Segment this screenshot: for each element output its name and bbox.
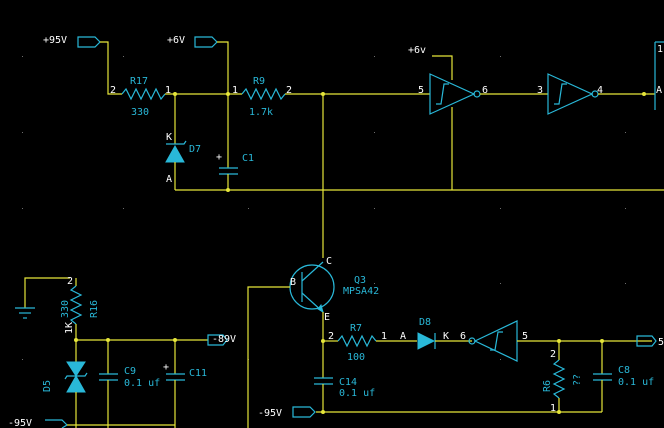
- resistor-r9[interactable]: R9 1 2 1.7k: [232, 76, 292, 118]
- right-edge-part[interactable]: 1 A: [654, 41, 664, 110]
- net-flag-plus95v[interactable]: +95V: [43, 35, 101, 48]
- r7-ref: R7: [350, 323, 362, 334]
- uc-pin-out: 5: [522, 331, 528, 342]
- c9-ref: C9: [124, 366, 136, 377]
- q3-ref: Q3: [354, 275, 366, 286]
- junction-m95-r6: [557, 410, 561, 414]
- capacitor-c11[interactable]: + C11: [163, 340, 207, 428]
- ub-pin-out: 4: [597, 85, 603, 96]
- net-label-minus95v-a: -95V: [258, 408, 282, 419]
- r17-value: 330: [131, 107, 149, 118]
- wire-6v-c1: [217, 41, 229, 94]
- r9-pin-a: 1: [232, 85, 238, 96]
- grid-dots: [22, 56, 626, 360]
- r16-pin-k: 1K: [64, 322, 75, 334]
- resistor-r6[interactable]: 2 R6 ?? 1: [542, 341, 583, 414]
- d7-ref: D7: [189, 144, 201, 155]
- r6-pin-bot: 1: [550, 403, 556, 414]
- r17-pin-b: 1: [165, 85, 171, 96]
- ground-symbol: [15, 277, 70, 319]
- d5-ref: D5: [42, 380, 53, 392]
- r16-pin: 2: [67, 276, 73, 287]
- r6-value: ??: [572, 374, 583, 386]
- edge-label: A: [656, 85, 662, 96]
- wire-q3-base: [247, 286, 290, 428]
- r7-pin-a: 2: [328, 331, 334, 342]
- d8-a: A: [400, 331, 406, 342]
- r17-ref: R17: [130, 76, 148, 87]
- right-stub-flag[interactable]: 5: [636, 335, 664, 348]
- junction-ub-out: [642, 92, 646, 96]
- right-stub-label: 5: [658, 337, 664, 348]
- net-flag-plus6v[interactable]: +6V: [167, 35, 218, 48]
- c11-ref: C11: [189, 368, 207, 379]
- ub-pin-in: 3: [537, 85, 543, 96]
- r6-pin-top: 2: [550, 349, 556, 360]
- r16-value: 330: [60, 300, 71, 318]
- edge-pin: 1: [657, 44, 663, 55]
- c14-value: 0.1 uf: [339, 388, 375, 399]
- uc-pin-in: 6: [460, 331, 466, 342]
- c8-value: 0.1 uf: [618, 377, 654, 388]
- capacitor-c14[interactable]: C14 0.1 uf: [314, 341, 375, 412]
- d8-ref: D8: [419, 317, 431, 328]
- c11-plus: +: [163, 362, 169, 373]
- capacitor-c9[interactable]: C9 0.1 uf: [99, 340, 160, 428]
- r9-value: 1.7k: [249, 107, 273, 118]
- ua-pin-out: 6: [482, 85, 488, 96]
- net-flag-minus95v-b[interactable]: -95V: [8, 418, 68, 428]
- diode-d8[interactable]: D8 A K: [400, 317, 449, 350]
- capacitor-c1[interactable]: + C1: [216, 94, 254, 190]
- r9-ref: R9: [253, 76, 265, 87]
- r9-pin-b: 2: [286, 85, 292, 96]
- schmitt-buffer-a[interactable]: 5 6: [418, 73, 488, 115]
- q3-part: MPSA42: [343, 286, 379, 297]
- net-flag-minus89v[interactable]: -89V: [207, 334, 236, 346]
- net-label-minus89v: -89V: [212, 334, 236, 345]
- r6-ref: R6: [542, 380, 553, 392]
- d7-k: K: [166, 132, 172, 143]
- net-flag-minus95v-a[interactable]: -95V: [258, 406, 316, 419]
- junction-m95-c14: [321, 410, 325, 414]
- c1-ref: C1: [242, 153, 254, 164]
- d7-a: A: [166, 174, 172, 185]
- tvs-diode-d5[interactable]: D5: [42, 340, 88, 428]
- junction-top-ground: [226, 188, 230, 192]
- transistor-q3[interactable]: B C E Q3 MPSA42: [289, 256, 379, 323]
- wire-95v-r17: [100, 41, 122, 95]
- c1-plus: +: [216, 152, 222, 163]
- c8-ref: C8: [618, 365, 630, 376]
- zener-d7[interactable]: K D7 A: [165, 94, 201, 190]
- net-label-plus6v-buffer: +6v: [408, 45, 426, 56]
- c14-ref: C14: [339, 377, 357, 388]
- q3-c: C: [326, 256, 332, 267]
- r16-ref: R16: [89, 300, 100, 318]
- net-label-plus95v: +95V: [43, 35, 67, 46]
- r7-pin-b: 1: [381, 331, 387, 342]
- r7-value: 100: [347, 352, 365, 363]
- d8-k: K: [443, 331, 449, 342]
- net-flag-plus6v-buffer[interactable]: +6v: [408, 45, 453, 80]
- resistor-r7[interactable]: R7 2 1 100: [328, 323, 387, 363]
- resistor-r16[interactable]: 2 330 R16 1K: [60, 276, 100, 340]
- schmitt-buffer-b[interactable]: 3 4: [537, 73, 603, 115]
- r17-pin-a: 2: [110, 85, 116, 96]
- net-label-plus6v: +6V: [167, 35, 185, 46]
- net-label-minus95v-b: -95V: [8, 418, 32, 428]
- capacitor-c8[interactable]: C8 0.1 uf: [593, 341, 654, 412]
- q3-e: E: [324, 312, 330, 323]
- q3-b: B: [290, 277, 296, 288]
- resistor-r17[interactable]: R17 2 1 330: [110, 76, 171, 118]
- ua-pin-in: 5: [418, 85, 424, 96]
- c9-value: 0.1 uf: [124, 378, 160, 389]
